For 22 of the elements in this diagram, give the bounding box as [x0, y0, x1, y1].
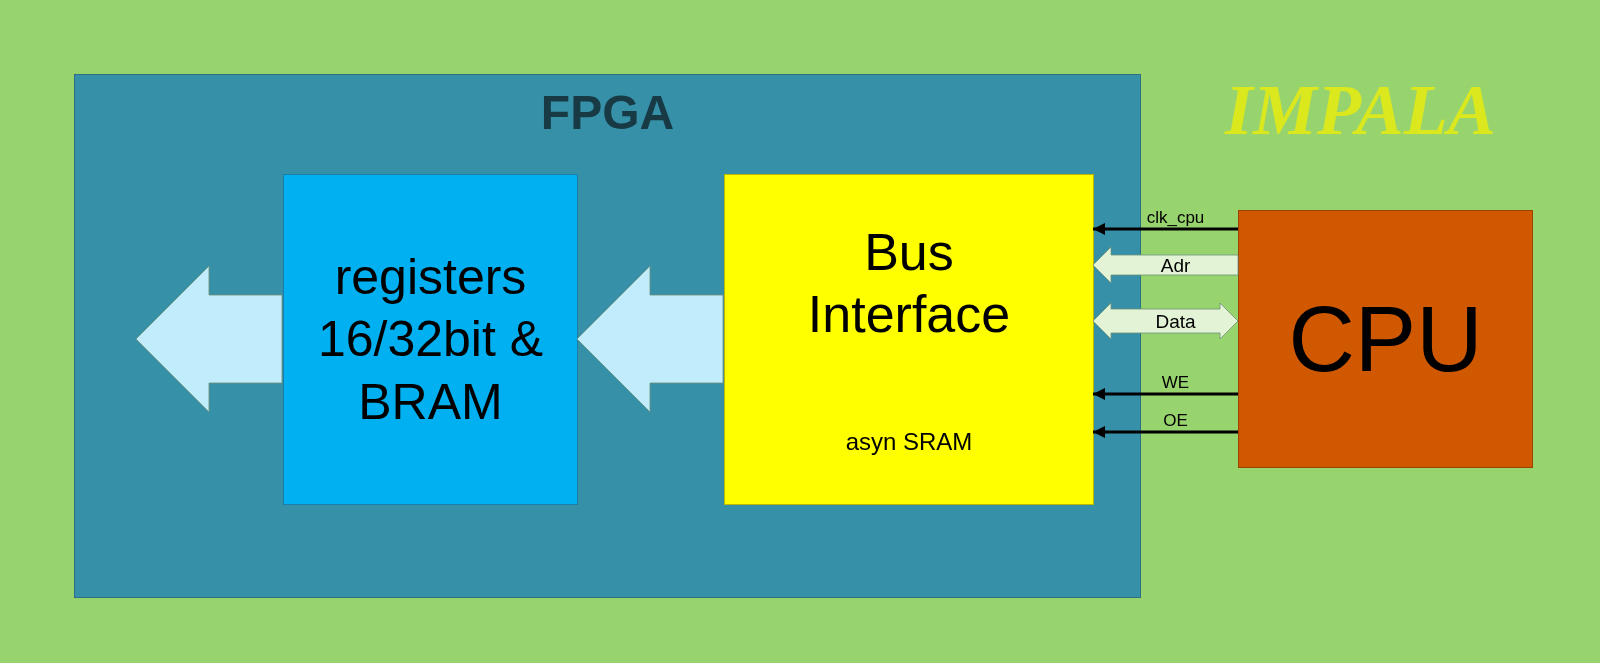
edge-label: OE [1163, 412, 1188, 429]
block-label: registers 16/32bit & BRAM [316, 247, 545, 432]
bus-interface-block [724, 174, 1094, 505]
block-title: FPGA [539, 89, 676, 137]
block-arrow [576, 265, 724, 413]
block-sublabel: asyn SRAM [844, 427, 974, 457]
block-label: Bus Interface [806, 222, 1012, 346]
edge-label: Data [1155, 311, 1196, 331]
diagram-title: IMPALA [1225, 74, 1496, 146]
block-arrow [1092, 302, 1239, 340]
fpga-block [74, 74, 1141, 598]
edge-label: WE [1161, 374, 1190, 391]
signal-arrow [1093, 388, 1238, 400]
cpu-block [1238, 210, 1533, 468]
register-block [283, 174, 578, 505]
signal-arrow [1093, 426, 1238, 438]
signal-arrow [1093, 223, 1238, 235]
block-arrow [135, 265, 283, 413]
block-arrow [1092, 246, 1239, 284]
edge-label: Adr [1160, 255, 1191, 275]
block-label: CPU [1288, 293, 1483, 385]
edge-label: clk_cpu [1146, 209, 1205, 226]
